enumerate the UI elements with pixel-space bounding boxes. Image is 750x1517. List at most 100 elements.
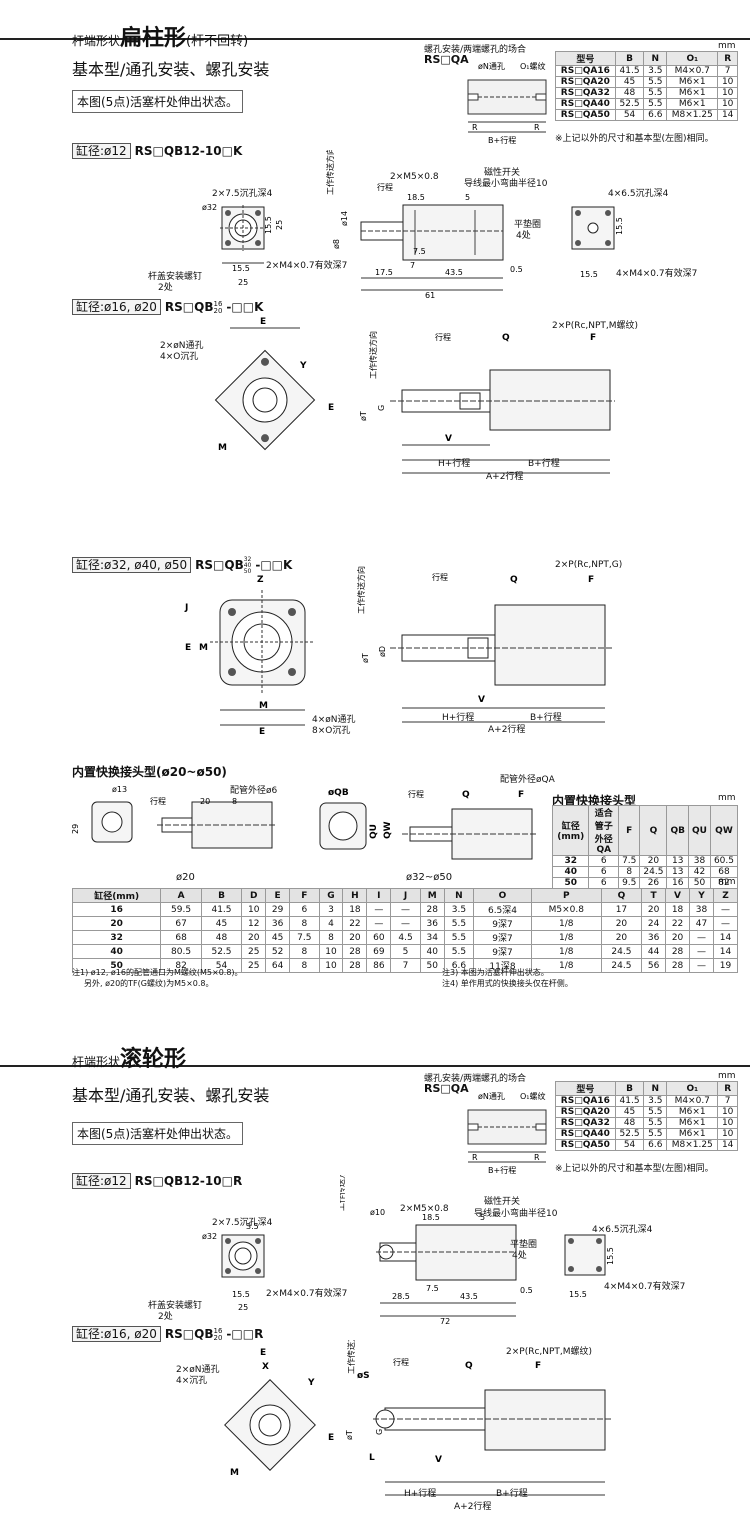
bore3250-port: 2×P(Rc,NPT,G) [555,560,623,570]
qa-side-r-left: R [472,123,478,132]
r-bore12-cover-qty: 2处 [158,1312,173,1322]
table-cell: 45 [614,76,645,88]
bore3250-label: 缸径:ø32, ø40, ø50 [72,557,192,573]
bore3250-model: RS□QB [195,558,244,572]
svg-text:E: E [328,1433,334,1443]
svg-text:Q: Q [462,790,470,800]
svg-text:25: 25 [238,278,248,287]
qa-side-n-hole: øN通孔 [478,61,505,71]
table-cell: 41.5 [200,902,243,917]
table-cell: 41.5 [614,65,645,77]
r-bore12-washer: 平垫圈 [510,1240,538,1250]
table-cell: 41.5 [614,1095,645,1107]
main-note-4: 注4) 单作用式的快换接头仅在杆侧。 [442,979,573,988]
table-cell: 3.5 [443,902,475,917]
table-cell: 28 [342,958,368,973]
table-cell: — [366,902,392,917]
table-header: QU [687,805,711,856]
bore1620-label: 缸径:ø16, ø20 [72,299,161,315]
main-note-2: 另外, ø20的TF(G螺纹)为M5×0.8。 [84,979,214,988]
svg-text:M: M [259,701,268,711]
table-cell: 60.5 [709,855,739,867]
table-cell: 14 [712,944,739,959]
table-cell: M6×1 [666,1106,719,1118]
svg-text:行程: 行程 [435,332,451,342]
main-note-3: 注3) 本图为活塞杆伸出状态。 [442,968,549,977]
table-cell: M6×1 [666,1117,719,1129]
table-cell: RS□QA40 [555,1128,616,1140]
table-cell: 10 [318,944,344,959]
table-cell: 20 [639,855,668,867]
table-cell: 8 [618,866,641,878]
section1-note: 本图(5点)活塞杆处伸出状态。 [72,90,243,113]
table-cell: 5.5 [643,76,668,88]
r-bore1620-bottom: 20 [213,1333,223,1342]
svg-text:8: 8 [232,797,237,806]
svg-text:15.5: 15.5 [264,216,273,234]
svg-text:E: E [260,1348,266,1358]
r-bore1620-h-stroke: H+行程 [404,1489,437,1499]
svg-text:7.5: 7.5 [413,247,426,256]
r-bore12-magnet: 磁性开关 [484,1197,521,1207]
table-cell: RS□QA16 [555,1095,616,1107]
svg-text:43.5: 43.5 [445,268,463,277]
bore1620-a-stroke: A+2行程 [486,472,524,482]
table-header: M [419,888,445,903]
table-cell: 10 [318,958,344,973]
svg-text:5: 5 [465,193,470,202]
bore3250-mid: 40 [243,561,252,569]
table-cell: RS□QA50 [555,109,616,121]
bore12-cover-qty: 2处 [158,283,173,293]
table-cell: 40 [71,944,162,959]
table-cell: — [689,958,714,973]
table-cell: 8 [289,944,320,959]
r-bore1620-tail: -□□R [226,1327,264,1341]
r-bore1620-port: 2×P(Rc,NPT,M螺纹) [506,1347,593,1357]
bore3250-b-stroke: B+行程 [530,713,562,723]
svg-text:18.5: 18.5 [422,1213,440,1222]
table-cell: — [712,916,739,931]
table-cell: 20 [665,930,690,945]
table-header: O [473,888,532,903]
table-cell: 8 [318,930,344,945]
table-cell: 9深7 [473,944,532,959]
table-header: 缸径(mm) [551,805,590,856]
table-header: QW [709,805,739,856]
svg-text:15.5: 15.5 [232,1290,250,1299]
table-cell: RS□QA40 [555,98,616,110]
table-header: Q [600,888,643,903]
svg-text:QU: QU [369,824,379,839]
quick-label3250: ø32~ø50 [406,872,453,883]
svg-text:17.5: 17.5 [375,268,393,277]
section1-side-title: 螺孔安装/两端螺孔的场合 [424,45,527,55]
table-header: G [318,888,344,903]
table-header: N [443,888,475,903]
table-cell: 22 [665,916,690,931]
table-header: A [160,888,202,903]
bore1620-top: 16 [213,299,223,308]
section2-prefix: 杆端形状 [72,1055,121,1069]
table-cell: 25 [241,944,267,959]
svg-text:øN通孔: øN通孔 [478,1091,505,1101]
table-cell: 5.5 [643,1117,668,1129]
table-cell: — [366,916,392,931]
r-bore1620-top: 16 [213,1326,223,1335]
table-cell: 52 [265,944,291,959]
svg-text:行程: 行程 [408,789,424,799]
svg-text:øT: øT [359,411,368,421]
table-cell: 28 [342,944,368,959]
table-header: 型号 [555,51,616,66]
table-cell: 86 [366,958,392,973]
table-header: R [717,1081,738,1096]
table-cell: 68 [709,866,739,878]
qa2-table-unit: mm [718,1071,736,1081]
svg-text:øS: øS [357,1371,370,1381]
svg-text:E: E [328,403,334,413]
